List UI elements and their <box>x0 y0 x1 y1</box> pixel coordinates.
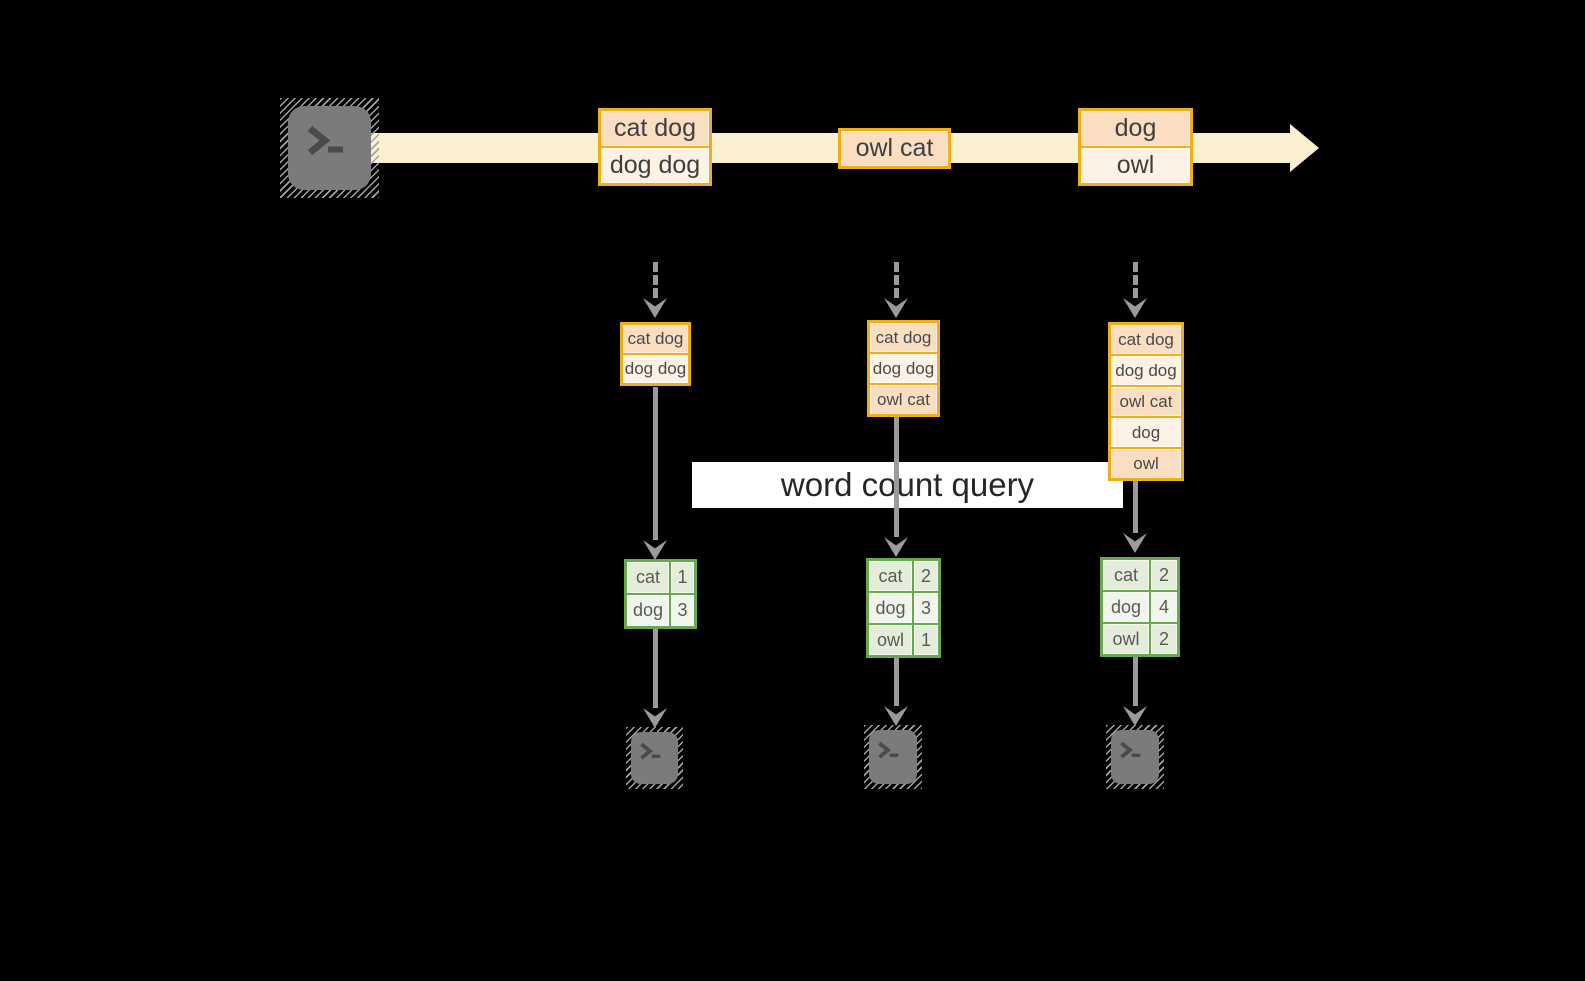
count-table: cat 2 dog 3 owl 1 <box>866 558 941 658</box>
state-box: cat dog dog dog <box>620 322 691 386</box>
arrow-line <box>653 629 658 708</box>
count-cell: 2 <box>1151 560 1177 590</box>
state-row: cat dog <box>1111 325 1181 354</box>
message-box: cat dog dog dog <box>598 108 712 186</box>
count-cell: 2 <box>914 561 938 591</box>
source-terminal-icon <box>280 98 379 198</box>
sink-terminal-icon <box>1106 725 1164 789</box>
terminal-body <box>1111 730 1159 784</box>
arrow-line <box>1133 481 1138 533</box>
state-box: cat dog dog dog owl cat dog owl <box>1108 322 1184 481</box>
message-box: dog owl <box>1078 108 1193 186</box>
sink-terminal-icon <box>864 725 922 789</box>
word-cell: dog <box>869 593 912 623</box>
terminal-prompt-icon <box>639 742 660 760</box>
count-cell: 3 <box>914 593 938 623</box>
arrowhead-icon <box>643 298 667 318</box>
word-cell: dog <box>627 595 669 626</box>
arrowhead-icon <box>884 706 908 726</box>
state-row: dog <box>1111 418 1181 447</box>
arrow-line <box>653 387 658 540</box>
dashed-arrow-line <box>653 262 658 298</box>
word-cell: owl <box>1103 624 1149 654</box>
count-table: cat 1 dog 3 <box>624 559 697 629</box>
dashed-arrow-line <box>1133 262 1138 298</box>
state-row: cat dog <box>870 323 937 352</box>
stream-arrowhead-icon <box>1290 124 1319 172</box>
terminal-prompt-icon <box>307 125 343 156</box>
state-row: owl <box>1111 449 1181 478</box>
terminal-body <box>631 732 678 784</box>
state-row: owl cat <box>1111 387 1181 416</box>
terminal-prompt-icon <box>878 741 899 759</box>
message-row: owl <box>1081 148 1190 183</box>
terminal-body <box>869 730 917 784</box>
count-cell: 2 <box>1151 624 1177 654</box>
count-cell: 1 <box>671 562 694 593</box>
arrow-line <box>894 417 899 537</box>
message-box: owl cat <box>838 128 951 169</box>
state-row: owl cat <box>870 385 937 414</box>
sink-terminal-icon <box>626 727 683 789</box>
arrowhead-icon <box>643 708 667 728</box>
state-row: dog dog <box>623 355 688 383</box>
message-row: cat dog <box>601 111 709 146</box>
message-row: dog <box>1081 111 1190 146</box>
count-cell: 3 <box>671 595 694 626</box>
state-row: cat dog <box>623 325 688 353</box>
arrowhead-icon <box>643 540 667 560</box>
count-cell: 4 <box>1151 592 1177 622</box>
arrowhead-icon <box>1123 706 1147 726</box>
word-cell: cat <box>869 561 912 591</box>
arrowhead-icon <box>1123 298 1147 318</box>
count-cell: 1 <box>914 625 938 655</box>
arrowhead-icon <box>1123 533 1147 553</box>
word-cell: cat <box>1103 560 1149 590</box>
count-table: cat 2 dog 4 owl 2 <box>1100 557 1180 657</box>
word-cell: owl <box>869 625 912 655</box>
dashed-arrow-line <box>894 262 899 298</box>
word-cell: cat <box>627 562 669 593</box>
message-row: owl cat <box>841 131 948 166</box>
word-cell: dog <box>1103 592 1149 622</box>
state-box: cat dog dog dog owl cat <box>867 320 940 417</box>
message-row: dog dog <box>601 148 709 183</box>
terminal-prompt-icon <box>1120 741 1141 759</box>
query-label: word count query <box>692 462 1123 508</box>
state-row: dog dog <box>1111 356 1181 385</box>
state-row: dog dog <box>870 354 937 383</box>
terminal-body <box>288 106 371 190</box>
arrowhead-icon <box>884 298 908 318</box>
arrowhead-icon <box>884 537 908 557</box>
arrow-line <box>894 658 899 706</box>
arrow-line <box>1133 657 1138 706</box>
